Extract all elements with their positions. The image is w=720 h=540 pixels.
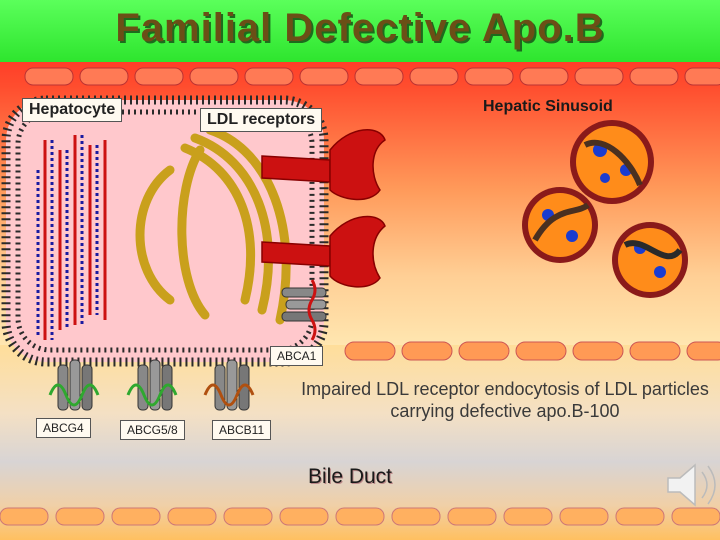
ldl-particle-3 xyxy=(612,222,688,298)
abcb11-transporter xyxy=(203,359,255,411)
abca1-label: ABCA1 xyxy=(270,346,324,366)
abcb11-label: ABCB11 xyxy=(212,420,272,440)
abca1-transporter xyxy=(281,279,327,341)
hepatic-sinusoid-label: Hepatic Sinusoid xyxy=(483,98,613,115)
vessel-wall-middle xyxy=(344,341,720,361)
abcg4-transporter xyxy=(48,359,100,411)
golgi-apparatus xyxy=(135,125,291,325)
caption-text: Impaired LDL receptor endocytosis of LDL… xyxy=(301,379,709,421)
speaker-icon[interactable] xyxy=(667,463,716,507)
abcg58-label: ABCG5/8 xyxy=(120,420,185,440)
bile-duct-label: Bile Duct xyxy=(307,465,393,488)
ldl-receptors-label: LDL receptors xyxy=(200,108,323,132)
ldl-receptor-1 xyxy=(261,129,386,201)
ldl-particle-1 xyxy=(570,120,654,204)
abcg58-transporter xyxy=(126,359,178,411)
ldl-particle-2 xyxy=(522,187,598,263)
vessel-wall-bottom xyxy=(0,507,720,526)
ldl-receptor-2 xyxy=(261,215,386,288)
page-title: Familial Defective Apo.B xyxy=(115,6,605,50)
vessel-wall-top xyxy=(24,67,720,86)
hepatocyte-label: Hepatocyte xyxy=(22,98,123,122)
title-bar xyxy=(0,0,720,62)
endoplasmic-reticulum xyxy=(36,135,107,340)
hepatocyte-cell xyxy=(1,95,329,367)
abcg4-label: ABCG4 xyxy=(36,418,91,438)
